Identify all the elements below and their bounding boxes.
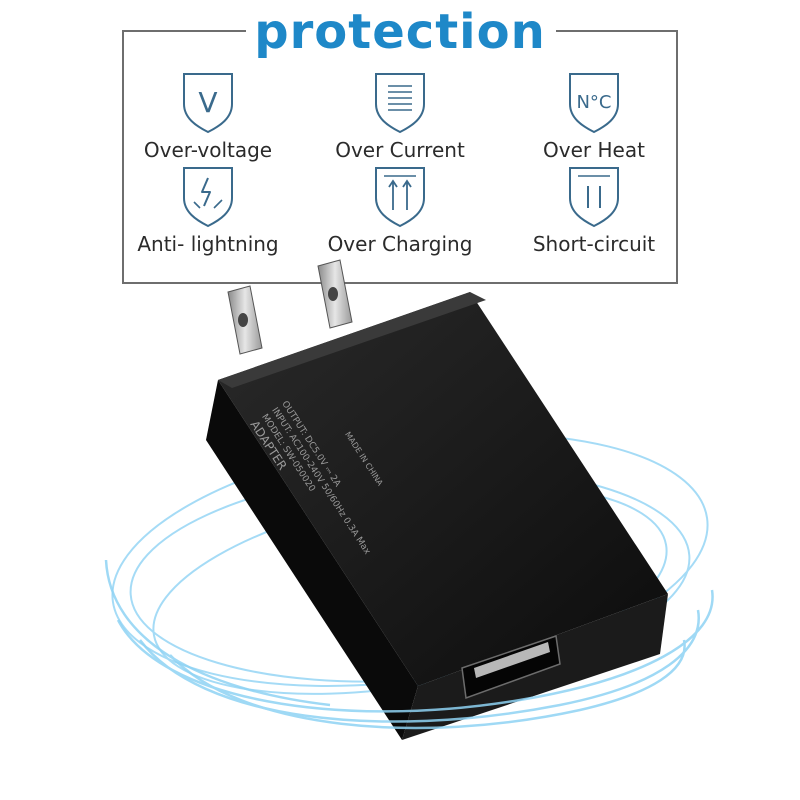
feature-short-circuit: Short-circuit <box>504 164 684 256</box>
frame-border-left <box>122 30 246 32</box>
feature-label: Anti- lightning <box>137 232 279 256</box>
shield-bars-icon <box>569 167 619 228</box>
feature-label: Over Heat <box>543 138 645 162</box>
voltage-glyph: V <box>198 86 217 119</box>
feature-over-voltage: V Over-voltage <box>118 70 298 162</box>
feature-label: Short-circuit <box>532 232 656 256</box>
adapter-body <box>206 292 668 740</box>
protection-heading: protection <box>254 4 546 60</box>
frame-border-right <box>556 30 678 32</box>
feature-panel <box>122 30 678 284</box>
shield-celsius-icon: N°C <box>569 73 619 134</box>
celsius-glyph: N°C <box>576 92 611 113</box>
feature-label: Over Current <box>335 138 465 162</box>
feature-anti-lightning: Anti- lightning <box>118 164 298 256</box>
shield-lightning-icon <box>183 167 233 228</box>
plug-prongs <box>227 259 353 355</box>
shield-v-icon: V <box>183 73 233 134</box>
feature-label: Over-voltage <box>143 138 273 162</box>
feature-over-current: Over Current <box>310 70 490 162</box>
feature-label: Over Charging <box>327 232 473 256</box>
shield-lines-icon <box>375 73 425 134</box>
feature-over-charging: Over Charging <box>310 164 490 256</box>
swirl-rings-front <box>104 559 714 730</box>
feature-over-heat: N°C Over Heat <box>504 70 684 162</box>
shield-arrows-icon <box>375 167 425 228</box>
